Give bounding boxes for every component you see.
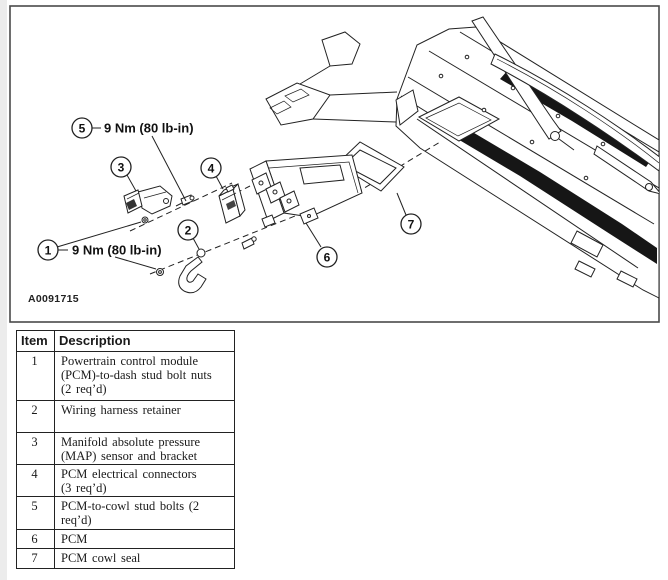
callout-1: 1 9 Nm (80 lb-in) xyxy=(37,239,162,261)
cowl-fastener-dots xyxy=(438,54,606,181)
torque-label-5: 9 Nm (80 lb-in) xyxy=(104,121,194,136)
callout-1-number: 1 xyxy=(45,244,52,258)
description-cell: PCM cowl seal xyxy=(54,548,235,569)
page-margin-strip xyxy=(0,0,7,580)
callout-4: 4 xyxy=(200,157,222,179)
callout-2-number: 2 xyxy=(185,224,192,238)
callout-6: 6 xyxy=(316,246,338,268)
description-cell: Powertrain control module (PCM)-to-dash … xyxy=(54,351,235,401)
description-cell: Wiring harness retainer xyxy=(54,400,235,433)
description-column-header: Description xyxy=(54,330,235,352)
item-cell: 5 xyxy=(16,496,55,530)
pcm-cowl-seal-drawing xyxy=(336,141,405,192)
table-row: 6 PCM xyxy=(16,529,235,549)
map-sensor-bracket-drawing xyxy=(123,185,173,215)
stud-bolt-a xyxy=(175,194,195,207)
figure-id: A0091715 xyxy=(28,293,79,305)
callout-7-number: 7 xyxy=(408,218,415,232)
item-cell: 2 xyxy=(16,400,55,433)
table-row: 3 Manifold absolute pressure (MAP) senso… xyxy=(16,432,235,465)
callout-6-number: 6 xyxy=(324,251,331,265)
callout-7: 7 xyxy=(400,213,422,235)
item-cell: 4 xyxy=(16,464,55,497)
item-column-header: Item xyxy=(16,330,55,352)
table-row: 2 Wiring harness retainer xyxy=(16,400,235,433)
parts-table: Item Description 1 Powertrain control mo… xyxy=(16,330,235,569)
callout-3: 3 xyxy=(110,156,132,178)
leader-3 xyxy=(126,174,137,192)
callout-4-number: 4 xyxy=(208,162,215,176)
callout-5-number: 5 xyxy=(79,122,86,136)
stud-bolt-b xyxy=(241,236,257,250)
item-cell: 7 xyxy=(16,548,55,569)
table-row: 5 PCM-to-cowl stud bolts (2 req’d) xyxy=(16,496,235,530)
item-cell: 6 xyxy=(16,529,55,549)
item-cell: 3 xyxy=(16,432,55,465)
description-cell: Manifold absolute pressure (MAP) sensor … xyxy=(54,432,235,465)
torque-label-1: 9 Nm (80 lb-in) xyxy=(72,243,162,258)
stud-nut-b xyxy=(156,268,164,276)
description-cell: PCM electrical connectors (3 req’d) xyxy=(54,464,235,497)
stud-nut-a xyxy=(141,216,149,224)
leader-5 xyxy=(151,135,187,202)
harness-retainer-drawing xyxy=(178,248,207,294)
table-row: 1 Powertrain control module (PCM)-to-das… xyxy=(16,351,235,401)
table-row: 7 PCM cowl seal xyxy=(16,548,235,569)
exploded-diagram: 5 9 Nm (80 lb-in) 3 4 2 1 9 Nm (80 lb-in… xyxy=(9,5,660,323)
assembly-axis-upper xyxy=(129,182,233,232)
item-cell: 1 xyxy=(16,351,55,401)
leader-7 xyxy=(396,192,407,216)
leader-4 xyxy=(215,175,224,190)
cowl-opening xyxy=(417,96,501,142)
pcm-drawing xyxy=(249,154,363,228)
table-header-row: Item Description xyxy=(16,330,235,352)
description-cell: PCM xyxy=(54,529,235,549)
cowl-left-bracket xyxy=(265,82,331,126)
leader-2 xyxy=(192,237,200,250)
pcm-connector-drawing xyxy=(218,183,246,224)
table-row: 4 PCM electrical connectors (3 req’d) xyxy=(16,464,235,497)
leader-6 xyxy=(305,222,322,248)
wiper-blade-drawing xyxy=(490,53,659,172)
leader-1a xyxy=(56,221,142,248)
callout-5: 5 9 Nm (80 lb-in) xyxy=(71,117,194,139)
callout-3-number: 3 xyxy=(118,161,125,175)
assembly-axis-lower xyxy=(149,213,301,275)
description-cell: PCM-to-cowl stud bolts (2 req’d) xyxy=(54,496,235,530)
callout-2: 2 xyxy=(177,219,199,241)
cowl-assembly-drawing xyxy=(265,16,659,299)
leader-1b xyxy=(114,256,157,270)
